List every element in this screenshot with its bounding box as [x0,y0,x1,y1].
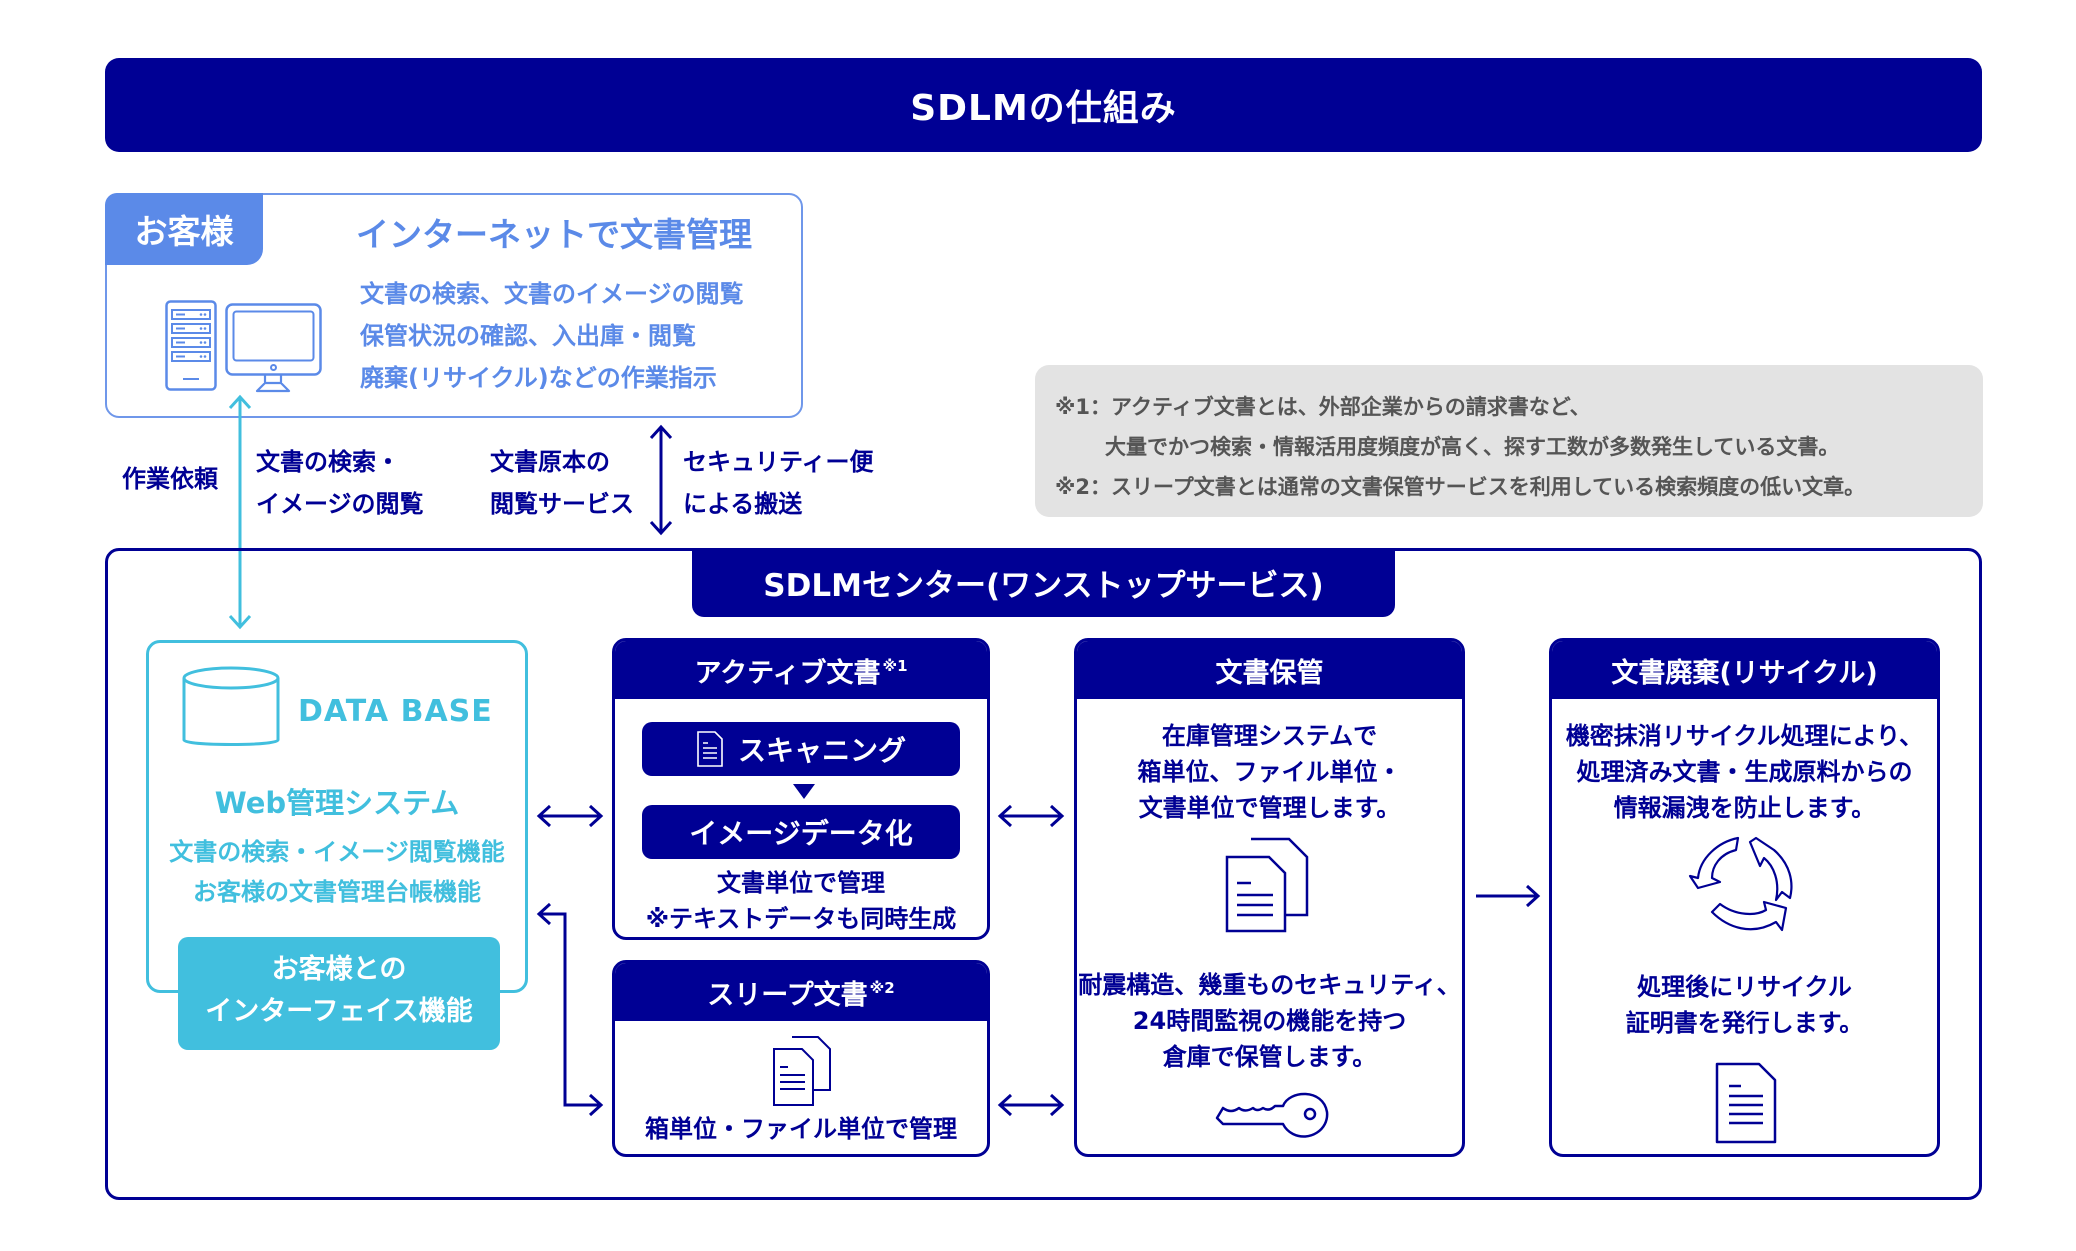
search-view-label: 文書の検索・ イメージの閲覧 [256,441,424,525]
database-feature-line: お客様の文書管理台帳機能 [193,878,481,906]
disposal-line: 機密抹消リサイクル処理により、 [1565,722,1924,750]
disposal-line: 処理済み文書・生成原料からの [1576,758,1913,786]
document-storage-heading: 文書保管 [1077,641,1462,699]
security-transport-label: セキュリティー便 による搬送 [683,441,874,525]
footnote-ref: ※2 [869,979,895,997]
original-view-label: 文書原本の 閲覧サービス [490,441,634,525]
sleep-storage-double-arrow [997,1093,1065,1117]
disposal-description-2: 処理後にリサイクル 証明書を発行します。 [1552,969,1937,1041]
certificate-document-icon [1715,1062,1777,1144]
customer-feature-line: 保管状況の確認、入出庫・閲覧 [360,322,696,350]
down-triangle-icon [793,784,815,799]
database-label: DATA BASE [298,694,493,729]
active-documents-heading: アクティブ文書※1 [615,641,987,699]
page-title: SDLMの仕組み [105,58,1982,152]
customer-feature-line: 文書の検索、文書のイメージの閲覧 [360,280,744,308]
interface-line: インターフェイス機能 [205,996,473,1027]
web-system-title: Web管理システム [214,786,460,820]
image-data-step: イメージデータ化 [642,805,960,859]
active-documents-panel: アクティブ文書※1 スキャニング イメージデータ化 文書単位で管理 ※テキストデ… [612,638,990,940]
sleep-documents-panel: スリープ文書※2 箱単位・ファイル単位で管理 [612,960,990,1157]
database-cylinder-icon [182,666,280,746]
storage-line: 倉庫で保管します。 [1162,1043,1377,1071]
active-line: 文書単位で管理 [717,869,885,897]
storage-line: 文書単位で管理します。 [1138,794,1401,822]
sdlm-center-heading: SDLMセンター(ワンストップサービス) [692,548,1395,617]
active-storage-double-arrow [997,804,1065,828]
active-heading-text: アクティブ文書 [694,657,881,689]
documents-stack-icon [773,1036,831,1106]
storage-description-2: 耐震構造、幾重ものセキュリティ、 24時間監視の機能を持つ 倉庫で保管します。 [1077,967,1462,1075]
storage-line: 24時間監視の機能を持つ [1132,1007,1407,1035]
work-request-arrow [228,394,252,630]
customer-heading: インターネットで文書管理 [356,215,752,254]
disposal-line: 処理後にリサイクル [1637,973,1852,1001]
sleep-description: 箱単位・ファイル単位で管理 [645,1115,957,1143]
transport-double-arrow [649,424,673,536]
security-transport-line: セキュリティー便 [683,448,874,476]
sleep-heading-text: スリープ文書 [707,979,868,1011]
disposal-description-1: 機密抹消リサイクル処理により、 処理済み文書・生成原料からの 情報漏洩を防止しま… [1552,718,1937,826]
desktop-monitor-icon [225,303,322,393]
server-tower-icon [165,300,217,391]
storage-description-1: 在庫管理システムで 箱単位、ファイル単位・ 文書単位で管理します。 [1077,718,1462,826]
database-features: 文書の検索・イメージ閲覧機能 お客様の文書管理台帳機能 [146,832,528,912]
key-icon [1215,1092,1329,1138]
storage-line: 在庫管理システムで [1161,722,1378,750]
scanning-label: スキャニング [737,734,906,767]
documents-stack-icon [1225,837,1309,933]
customer-box [105,193,803,418]
db-active-double-arrow [536,804,604,828]
security-transport-line: による搬送 [683,490,803,518]
scanning-step: スキャニング [642,722,960,776]
document-disposal-heading: 文書廃棄(リサイクル) [1552,641,1937,699]
customer-interface-badge: お客様との インターフェイス機能 [178,937,500,1050]
active-description: 文書単位で管理 ※テキストデータも同時生成 [615,865,987,937]
document-icon [697,731,723,767]
footnote-ref: ※1 [882,657,908,675]
document-disposal-panel: 文書廃棄(リサイクル) 機密抹消リサイクル処理により、 処理済み文書・生成原料か… [1549,638,1940,1157]
original-view-line: 文書原本の [490,448,610,476]
sleep-documents-heading: スリープ文書※2 [615,963,987,1021]
note-1-continued: 大量でかつ検索・情報活用度頻度が高く、探す工数が多数発生している文書。 [1105,435,1840,459]
storage-line: 耐震構造、幾重ものセキュリティ、 [1078,971,1461,999]
original-view-line: 閲覧サービス [490,490,634,518]
database-feature-line: 文書の検索・イメージ閲覧機能 [169,838,505,866]
search-view-line: 文書の検索・ [256,448,400,476]
note-1: ※1：アクティブ文書とは、外部企業からの請求書など、 [1055,395,1591,419]
footnotes-box: ※1：アクティブ文書とは、外部企業からの請求書など、 大量でかつ検索・情報活用度… [1035,365,1983,517]
customer-tab: お客様 [105,193,263,265]
document-storage-panel: 文書保管 在庫管理システムで 箱単位、ファイル単位・ 文書単位で管理します。 耐… [1074,638,1465,1157]
disposal-line: 証明書を発行します。 [1625,1009,1864,1037]
db-sleep-elbow-arrow [536,902,604,1117]
storage-line: 箱単位、ファイル単位・ [1137,758,1402,786]
recycle-arrows-icon [1688,836,1793,932]
interface-line: お客様との [271,954,407,985]
storage-recycle-arrow [1476,884,1541,908]
customer-features: 文書の検索、文書のイメージの閲覧 保管状況の確認、入出庫・閲覧 廃棄(リサイクル… [360,273,744,399]
search-view-line: イメージの閲覧 [256,490,424,518]
active-line: ※テキストデータも同時生成 [645,905,957,933]
work-request-label: 作業依頼 [122,465,218,493]
note-2: ※2：スリープ文書とは通常の文書保管サービスを利用している検索頻度の低い文章。 [1055,475,1866,499]
customer-feature-line: 廃棄(リサイクル)などの作業指示 [360,364,717,392]
disposal-line: 情報漏洩を防止します。 [1613,794,1876,822]
